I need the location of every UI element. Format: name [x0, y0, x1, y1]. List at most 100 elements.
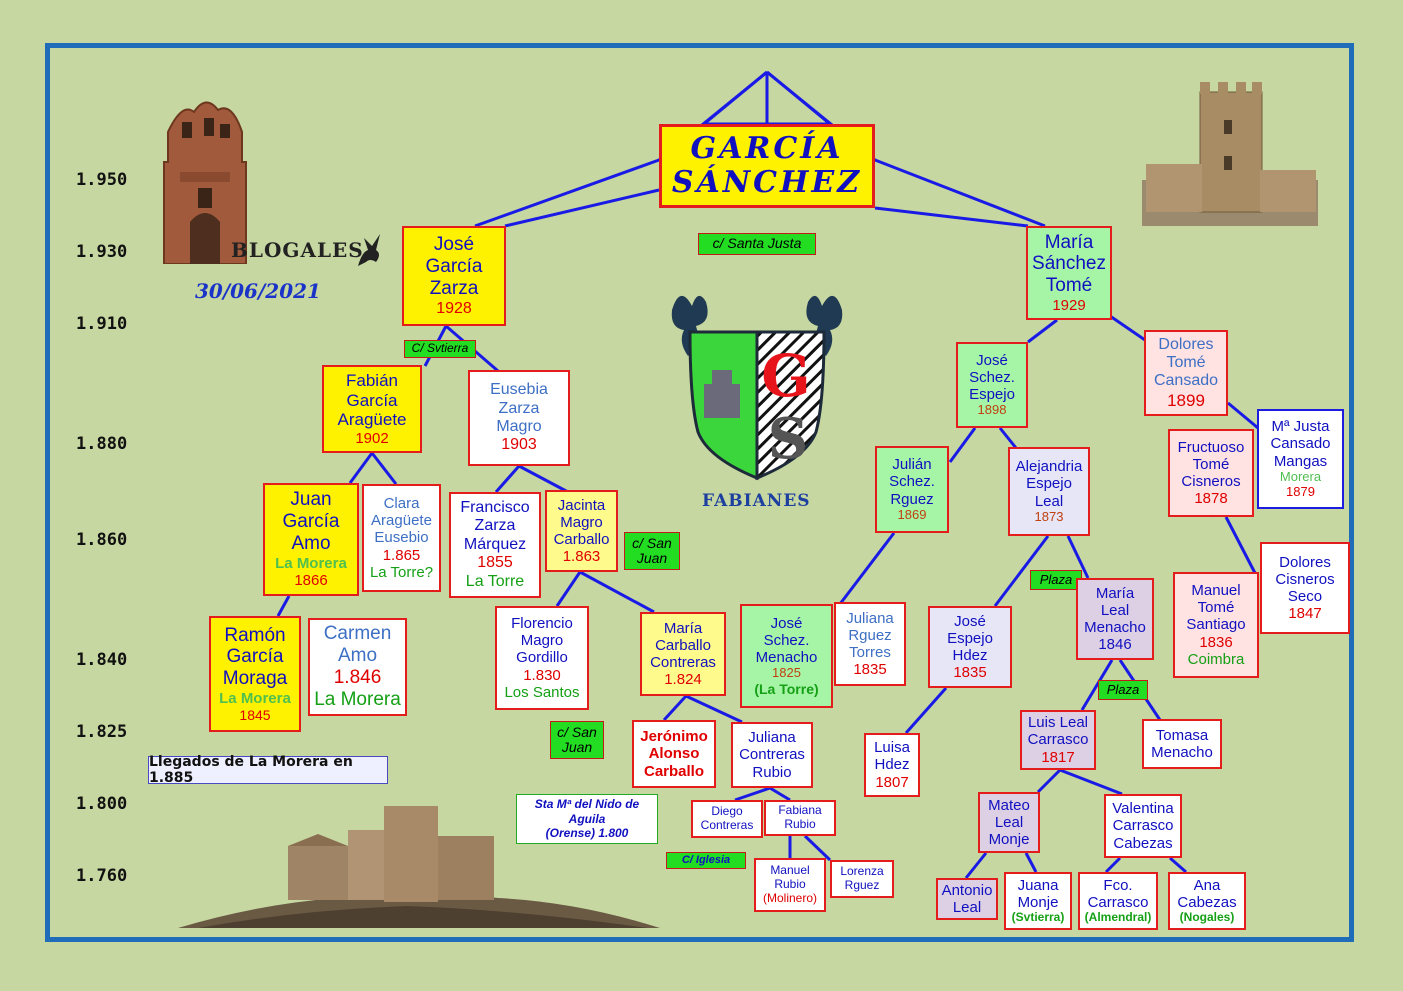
person-name: Jerónimo	[640, 728, 708, 746]
person-name: Dolores	[1279, 553, 1331, 571]
person-name: Julián	[892, 456, 932, 474]
person-name: Manuel	[1191, 581, 1241, 599]
person-name: Tomé	[1197, 599, 1235, 617]
blog-name: BLOGALES	[231, 238, 364, 262]
person-name: Santiago	[1186, 616, 1246, 634]
person-name: Carrasco	[1087, 894, 1149, 912]
person-name: Seco	[1287, 588, 1323, 605]
person-name: Ana	[1193, 876, 1221, 894]
person-name: García	[226, 646, 284, 668]
person-name: Contreras	[650, 654, 716, 671]
person-name: Schez.	[763, 631, 810, 649]
tag-line: c/ San	[632, 534, 672, 551]
person-name: Hdez	[874, 756, 910, 774]
person-name: Monje	[1017, 894, 1059, 912]
person-name: Cisneros	[1275, 570, 1335, 588]
year-label: 1.910	[76, 314, 128, 334]
person-year: 1.824	[664, 671, 702, 689]
person-name: Tomé	[1166, 354, 1206, 372]
person-year: 1899	[1167, 390, 1205, 410]
person-carmen-amo: Carmen Amo 1.846 La Morera	[308, 618, 407, 716]
person-year: 1836	[1199, 633, 1233, 651]
year-label: 1.825	[76, 722, 128, 742]
year-label: 1.930	[76, 242, 128, 262]
person-place: Los Santos	[504, 683, 580, 701]
person-name: Mª Justa	[1271, 418, 1330, 436]
person-name: José	[770, 614, 803, 632]
person-name: Magro	[560, 513, 603, 531]
person-year: 1898	[977, 402, 1007, 418]
person-name: Espejo	[1026, 475, 1072, 493]
person-name: María	[663, 619, 703, 637]
family-title: GARCÍA SÁNCHEZ	[659, 124, 875, 208]
year-label: 1.950	[76, 170, 128, 190]
person-maria-leal-menacho: María Leal Menacho 1846	[1076, 578, 1154, 660]
person-name: Carballo	[553, 531, 610, 548]
person-name: Fabiana	[778, 803, 822, 818]
person-juan-garcia-amo: Juan García Amo La Morera 1866	[263, 483, 359, 596]
person-name: José	[976, 351, 1008, 369]
person-place: (La Torre)	[754, 681, 819, 698]
person-place: La Torre	[465, 572, 525, 590]
person-name: Lorenza	[840, 864, 884, 879]
person-name: Márquez	[463, 535, 527, 553]
year-label: 1.760	[76, 866, 128, 886]
person-name: Espejo	[969, 386, 1015, 404]
person-alejandria-espejo-leal: Alejandria Espejo Leal 1873	[1008, 447, 1090, 536]
person-name: Rguez	[890, 490, 934, 508]
person-year: 1879	[1286, 483, 1315, 499]
person-name: Carballo	[643, 762, 704, 780]
person-manuel-rubio: Manuel Rubio (Molinero)	[754, 858, 826, 912]
person-note: (Molinero)	[762, 890, 817, 905]
person-jacinta-magro-carballo: Jacinta Magro Carballo 1.863	[545, 490, 618, 572]
person-name: José	[954, 612, 986, 630]
person-antonio-leal: Antonio Leal	[936, 878, 998, 920]
person-name: Contreras	[739, 746, 805, 764]
person-name: Carrasco	[1112, 817, 1174, 835]
year-label: 1.800	[76, 794, 128, 814]
person-year: 1835	[853, 661, 887, 679]
person-name: Zarza	[429, 277, 479, 299]
dragon-icon	[358, 234, 380, 266]
person-name: Menacho	[1084, 619, 1146, 636]
person-name: Luis Leal	[1027, 714, 1089, 732]
person-name: Rubio	[752, 763, 792, 781]
person-name: Manuel	[770, 863, 810, 878]
person-dolores-tome-cansado: Dolores Tomé Cansado 1899	[1144, 330, 1228, 416]
person-year: 1.863	[562, 548, 601, 566]
person-name: García	[425, 255, 483, 277]
person-name: María	[1095, 584, 1135, 602]
person-juliana-contreras-rubio: Juliana Contreras Rubio	[731, 722, 813, 788]
frame	[45, 43, 1354, 942]
person-jose-schez-menacho: José Schez. Menacho 1825 (La Torre)	[740, 604, 833, 708]
castle-icon	[1142, 82, 1318, 226]
person-name: Amo	[291, 533, 331, 555]
blog-date: 30/06/2021	[195, 279, 321, 303]
person-name: Fabián	[346, 371, 398, 391]
person-name: Gordillo	[516, 649, 568, 667]
person-julian-schez-rguez: Julián Schez. Rguez 1869	[875, 446, 949, 533]
person-juliana-rguez-torres: Juliana Rguez Torres 1835	[834, 602, 906, 686]
person-name: Rubio	[774, 877, 806, 892]
person-mateo-leal-monje: Mateo Leal Monje	[978, 792, 1040, 853]
arrival-note: Llegados de La Morera en 1.885	[148, 754, 388, 786]
person-name: José	[433, 234, 475, 256]
person-ma-justa-cansado-mangas: Mª Justa Cansado Mangas Morera 1879	[1257, 409, 1344, 509]
person-year: 1.830	[523, 666, 561, 684]
person-name: Jacinta	[557, 496, 606, 514]
person-year: 1873	[1034, 508, 1064, 524]
person-name: García	[282, 511, 340, 533]
origin-note: Sta Mª del Nido de Aguila (Orense) 1.800	[516, 794, 658, 844]
person-diego-contreras: Diego Contreras	[691, 800, 763, 838]
bell-tower-icon	[163, 101, 247, 264]
person-name: Hdez	[952, 647, 988, 664]
person-name: Valentina	[1112, 800, 1174, 818]
street-tag-plaza: Plaza	[1030, 570, 1082, 590]
tag-line: Juan	[636, 550, 668, 566]
person-name: Aragüete	[371, 512, 432, 530]
title-line: SÁNCHEZ	[671, 165, 863, 200]
person-place: La Morera	[275, 555, 347, 573]
origin-line: Sta Mª del Nido de	[534, 797, 640, 812]
person-juana-monje: Juana Monje (Svtierra)	[1004, 872, 1072, 930]
